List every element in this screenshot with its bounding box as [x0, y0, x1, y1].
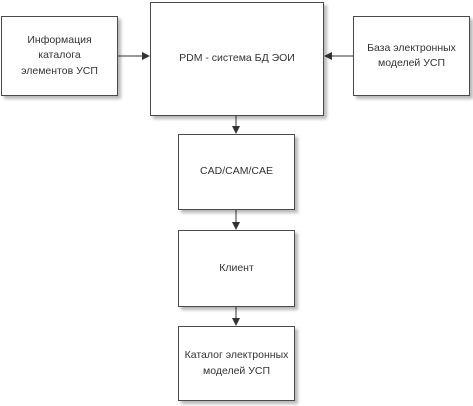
- node-pdm-system: PDM - система БД ЭОИ: [150, 2, 324, 116]
- node-cad-cam-cae: CAD/CAM/CAE: [178, 134, 295, 210]
- node-models-database: База электронных моделей УСП: [353, 16, 470, 96]
- node-electronic-models-catalog-label: Каталог электронных моделей УСП: [184, 349, 289, 377]
- node-client: Клиент: [178, 230, 295, 307]
- node-pdm-system-label: PDM - система БД ЭОИ: [179, 52, 295, 65]
- node-catalog-info: Информация каталога элементов УСП: [1, 16, 118, 96]
- node-cad-cam-cae-label: CAD/CAM/CAE: [200, 165, 273, 178]
- node-client-label: Клиент: [219, 261, 254, 274]
- node-electronic-models-catalog: Каталог электронных моделей УСП: [178, 326, 295, 401]
- node-models-database-label: База электронных моделей УСП: [367, 41, 456, 69]
- node-catalog-info-label: Информация каталога элементов УСП: [21, 34, 98, 77]
